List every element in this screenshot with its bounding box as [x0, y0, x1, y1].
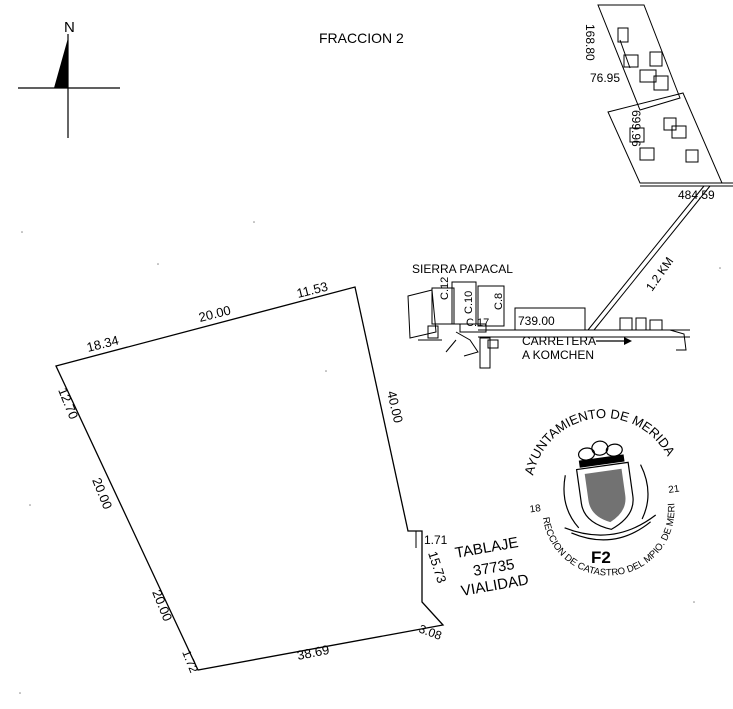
edge-label: 20.00	[197, 302, 232, 324]
lot-label-c17: C.17	[466, 317, 489, 329]
dim-side-label: 699.96	[629, 110, 643, 147]
crest-icon	[563, 440, 657, 541]
edge-label: 20.00	[89, 476, 115, 512]
seal-left-number: 18	[529, 503, 542, 516]
location-sketch	[407, 4, 733, 369]
edge-label: 15.73	[425, 549, 449, 585]
dim-mid-label: 76.95	[590, 71, 620, 85]
north-arrow: N	[18, 19, 120, 138]
place-label: SIERRA PAPACAL	[412, 262, 513, 276]
tablaje-block: TABLAJE 37735 VIALIDAD	[454, 534, 530, 600]
road-arrow	[596, 337, 632, 345]
dim-top-label: 168.80	[583, 24, 597, 61]
road-label-line1: CARRETERA	[522, 334, 596, 348]
lot-label-c10: C.10	[463, 291, 475, 314]
parcel-boundary	[55, 286, 445, 671]
edge-label: 38.69	[296, 642, 331, 663]
page-title: FRACCION 2	[319, 30, 404, 46]
edge-label: 3.08	[417, 622, 444, 643]
edge-label: 11.53	[295, 279, 329, 301]
seal-code: F2	[591, 548, 611, 567]
distance-diag-label: 1.2 KM	[643, 255, 676, 294]
parcel-edge-labels: 18.34 20.00 11.53 40.00 1.71 15.73 3.08 …	[55, 279, 449, 675]
dim-bottom-label: 484.59	[678, 188, 715, 202]
edge-label: 12.70	[55, 386, 81, 422]
edge-label: 1.72	[179, 648, 201, 675]
seal-bottom-text: DIRECCION DE CATASTRO DEL MPIO. DE MERID…	[0, 0, 686, 663]
tablaje-line2: 37735	[472, 556, 516, 580]
lot-label-c8: C.8	[493, 293, 505, 310]
road-label-line2: A KOMCHEN	[522, 348, 594, 362]
north-label: N	[64, 19, 75, 36]
scan-noise	[19, 221, 721, 694]
edge-label: 40.00	[384, 389, 406, 424]
seal-right-number: 21	[668, 483, 681, 496]
edge-label: 1.71	[424, 533, 448, 547]
lot-label-c12: C.12	[439, 277, 451, 300]
location-labels: 168.80 76.95 699.96 484.59 1.2 KM SIERRA…	[412, 24, 715, 362]
edge-label: 18.34	[85, 332, 120, 354]
edge-label: 20.00	[149, 588, 175, 624]
distance-road-label: 739.00	[518, 314, 555, 328]
